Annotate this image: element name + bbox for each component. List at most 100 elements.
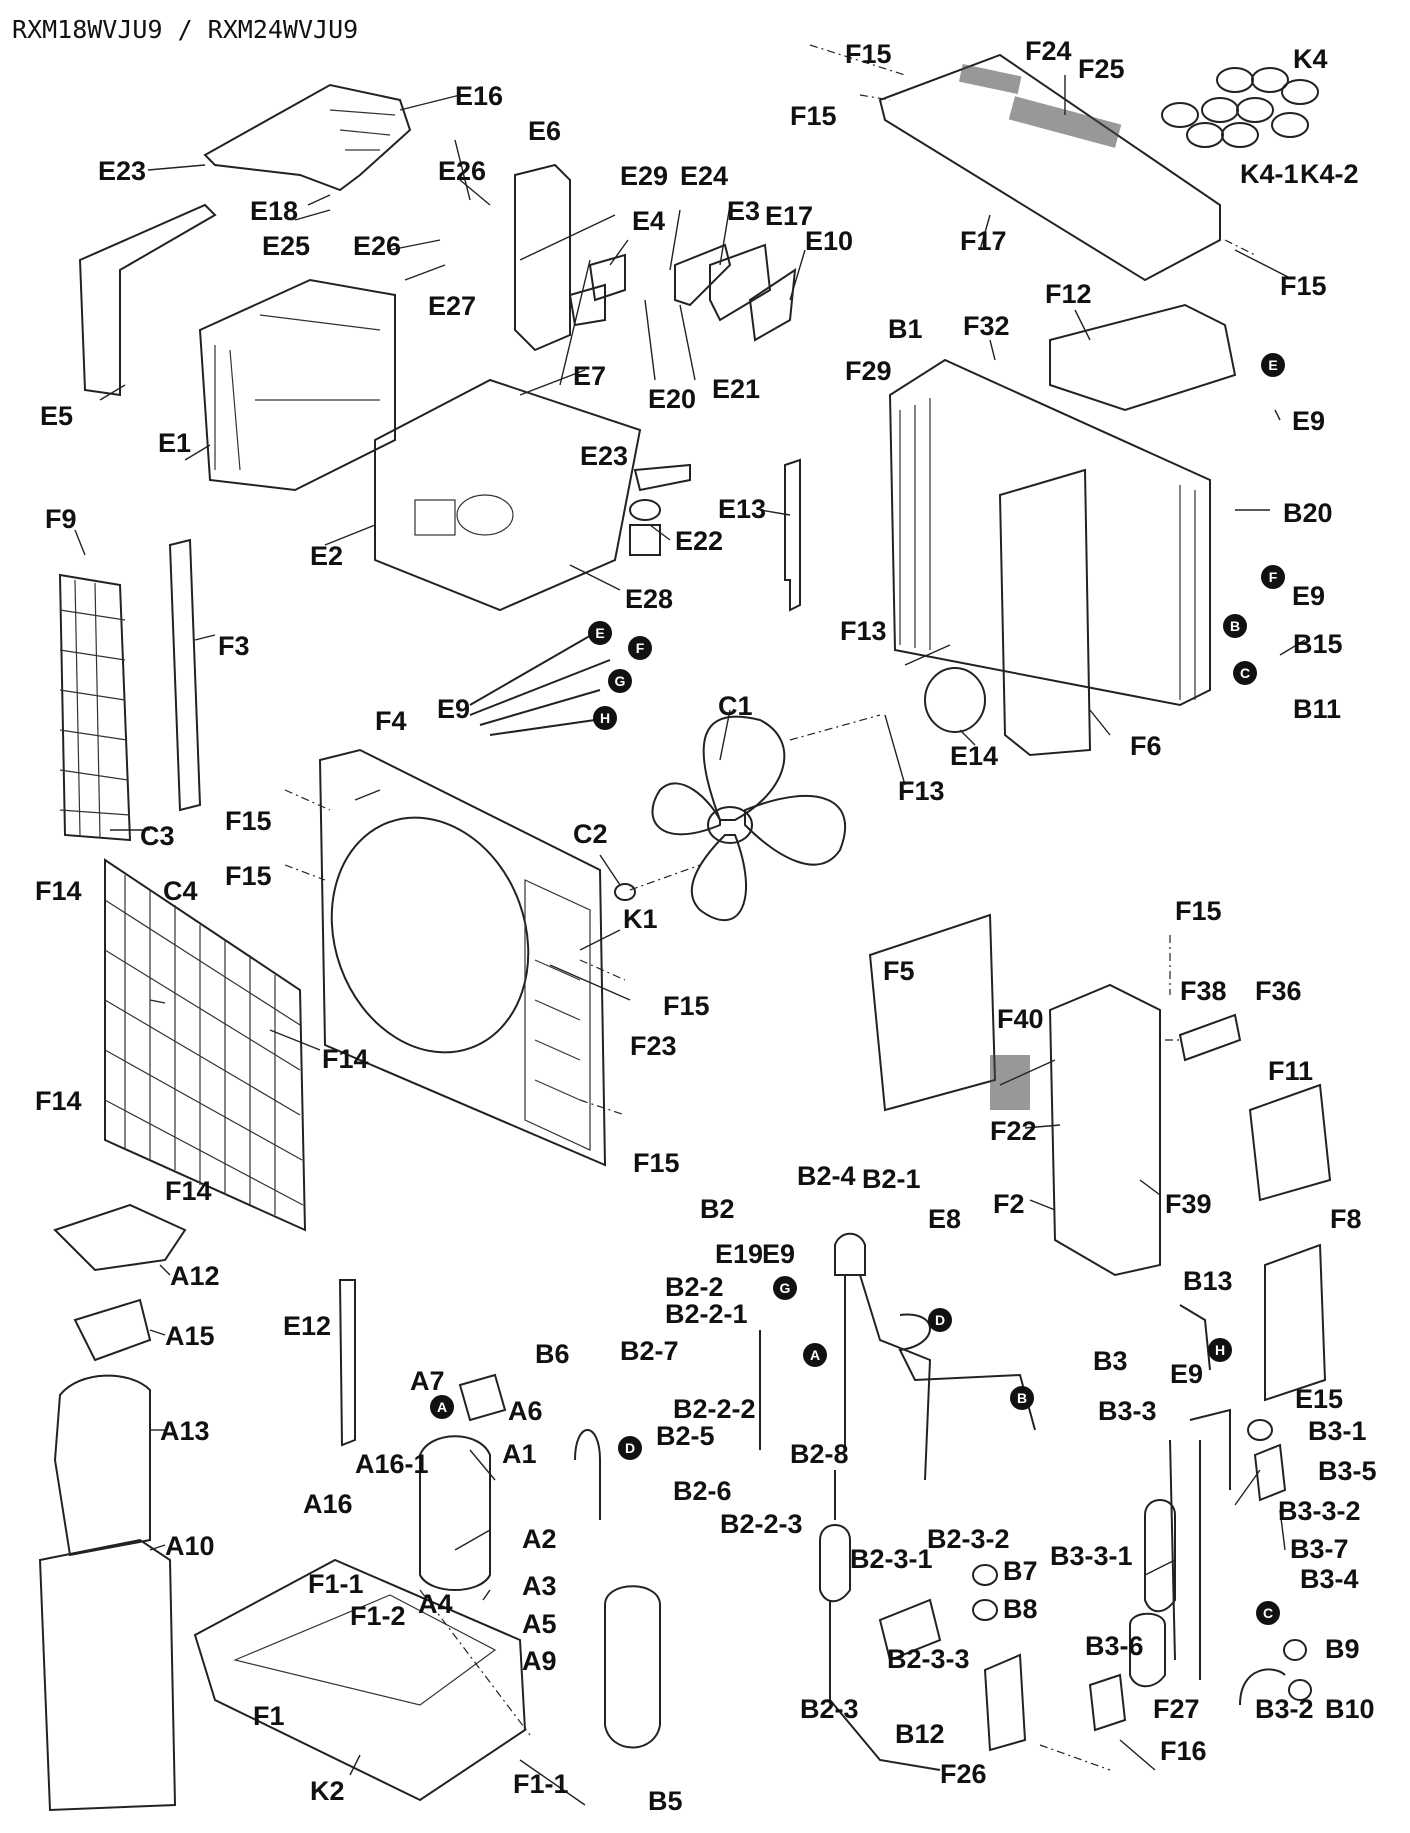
partition-plate-f5 <box>868 913 997 1112</box>
marker-m4-text: C <box>1240 665 1250 681</box>
label-b6: B6 <box>535 1339 570 1369</box>
label-f14d: F14 <box>165 1176 212 1206</box>
label-f15g: F15 <box>633 1148 680 1178</box>
label-b2-1: B2-1 <box>862 1164 921 1194</box>
nut-c2 <box>614 883 636 901</box>
label-k4-2: K4-2 <box>1300 159 1359 189</box>
marker-m16-text: C <box>1263 1605 1273 1621</box>
label-b2-3: B2-3 <box>800 1694 859 1724</box>
label-a16: A16 <box>303 1489 353 1519</box>
label-e23: E23 <box>98 156 146 186</box>
label-e9e: E9 <box>1292 581 1325 611</box>
label-f39: F39 <box>1165 1189 1212 1219</box>
label-e2: E2 <box>310 541 343 571</box>
label-f15d: F15 <box>225 806 272 836</box>
label-f27: F27 <box>1153 1694 1200 1724</box>
label-f15f: F15 <box>663 991 710 1021</box>
top-panel-f17 <box>878 53 1221 282</box>
marker-m15-text: D <box>625 1440 635 1456</box>
right-side-panel-f2 <box>1048 983 1161 1277</box>
terminal-cover-a7 <box>458 1373 507 1422</box>
top-bracket-e16 <box>203 83 412 192</box>
label-f22: F22 <box>990 1116 1037 1146</box>
terminal-e17 <box>709 243 772 322</box>
muffler-b2-3-1 <box>819 1524 851 1603</box>
label-b3-3: B3-3 <box>1098 1396 1157 1426</box>
model-title: RXM18WVJU9 / RXM24WVJU9 <box>12 15 358 44</box>
marker-m1 <box>1261 353 1285 377</box>
assembly-lines <box>284 44 1256 1771</box>
label-b2-5: B2-5 <box>656 1421 715 1451</box>
label-f26: F26 <box>940 1759 987 1789</box>
fan-motor-e14 <box>924 667 986 733</box>
label-b2-6: B2-6 <box>673 1476 732 1506</box>
cap-b7 <box>972 1564 998 1586</box>
leader-lines <box>74 75 1306 1806</box>
terminal-e7 <box>568 283 606 327</box>
marker-m3-text: B <box>1230 618 1240 634</box>
label-e28: E28 <box>625 584 673 614</box>
label-f1-2: F1-2 <box>350 1601 406 1631</box>
compressor-a1 <box>419 1435 491 1591</box>
pcb-e2 <box>374 378 642 612</box>
label-e18: E18 <box>250 196 298 226</box>
stop-valve-b12 <box>983 1653 1027 1752</box>
label-b2-2-1: B2-2-1 <box>665 1299 748 1329</box>
label-b2-4: B2-4 <box>797 1161 856 1191</box>
harness-e22 <box>633 463 691 492</box>
label-b2: B2 <box>700 1194 735 1224</box>
label-f1-1: F1-1 <box>308 1569 364 1599</box>
marker-m12 <box>1010 1386 1034 1410</box>
label-b3-2: B3-2 <box>1255 1694 1314 1724</box>
label-f25: F25 <box>1078 54 1125 84</box>
label-k2: K2 <box>310 1776 345 1806</box>
label-f24: F24 <box>1025 36 1072 66</box>
plate-e6 <box>514 163 571 352</box>
label-a10: A10 <box>165 1531 215 1561</box>
label-c3: C3 <box>140 821 175 851</box>
label-e14: E14 <box>950 741 998 771</box>
label-f15c: F15 <box>1280 271 1327 301</box>
label-e16: E16 <box>455 81 503 111</box>
label-b2-2: B2-2 <box>665 1272 724 1302</box>
marker-m3 <box>1223 614 1247 638</box>
label-e29: E29 <box>620 161 668 191</box>
label-e9b: E9 <box>762 1239 795 1269</box>
label-a1: A1 <box>502 1439 537 1469</box>
marker-m8-text: H <box>600 710 610 726</box>
label-b7: B7 <box>1003 1556 1038 1586</box>
marker-m13-text: H <box>1215 1342 1225 1358</box>
sensor-e9-group <box>469 629 611 736</box>
bracket-f36 <box>1178 1013 1242 1062</box>
sound-blanket-a10 <box>38 1538 177 1812</box>
label-f38: F38 <box>1180 976 1227 1006</box>
switch-box-frame-e1 <box>198 278 396 492</box>
plate-a15 <box>73 1298 152 1362</box>
label-f13: F13 <box>840 616 887 646</box>
label-e10: E10 <box>805 226 853 256</box>
side-plate-f3 <box>168 538 202 812</box>
cover-f11 <box>1248 1083 1332 1202</box>
cover-f8 <box>1264 1243 1327 1402</box>
label-e26b: E26 <box>353 231 401 261</box>
label-f1: F1 <box>253 1701 285 1731</box>
label-b20: B20 <box>1283 498 1333 528</box>
insulation-f12 <box>1049 303 1237 412</box>
label-e20: E20 <box>648 384 696 414</box>
label-f2: F2 <box>993 1189 1025 1219</box>
label-e9d: E9 <box>1292 406 1325 436</box>
part-drawings <box>38 53 1332 1812</box>
marker-m10-text: A <box>810 1347 820 1363</box>
label-k1: K1 <box>623 904 658 934</box>
label-e9c: E9 <box>1170 1359 1203 1389</box>
label-b3-1: B3-1 <box>1308 1416 1367 1446</box>
label-e24: E24 <box>680 161 728 191</box>
label-e12: E12 <box>283 1311 331 1341</box>
label-f1-1b: F1-1 <box>513 1769 569 1799</box>
label-e4: E4 <box>632 206 665 236</box>
four-way-valve-b2-1 <box>834 1232 866 1276</box>
label-f15: F15 <box>845 39 892 69</box>
side-bracket-e5 <box>78 203 217 397</box>
label-a3: A3 <box>522 1571 557 1601</box>
